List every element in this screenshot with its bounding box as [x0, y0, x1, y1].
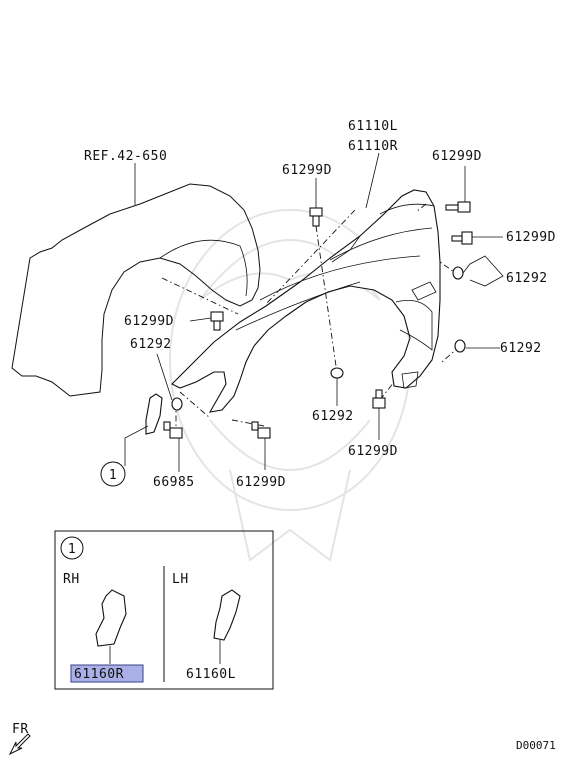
part-number-label: 61299D [432, 149, 482, 164]
bolt-icon [372, 389, 386, 409]
callout-number: 1 [109, 468, 117, 483]
bolt-icon [251, 421, 271, 439]
clip-icon [171, 397, 183, 411]
clip-icon [452, 266, 464, 280]
leader-lines [124, 152, 504, 472]
fender-liner [11, 183, 261, 397]
part-number-lh: 61160L [186, 667, 236, 682]
part-number-label: 61299D [236, 475, 286, 490]
rh-label: RH [63, 572, 80, 587]
part-number-label: 61110R [348, 139, 398, 154]
fr-label: FR [12, 722, 29, 737]
callout-number: 1 [68, 542, 76, 557]
bolt-icon [445, 201, 471, 213]
arrow-icon [8, 733, 31, 756]
part-number-rh: 61160R [74, 667, 124, 682]
clip-icon [330, 367, 344, 379]
highlight-box [70, 664, 144, 683]
bracket-lh-icon [213, 589, 241, 641]
part-number-label: 61299D [506, 230, 556, 245]
clip-icon [454, 339, 466, 353]
part-number-label: 61292 [130, 337, 172, 352]
part-number-label: 61299D [282, 163, 332, 178]
part-number-label: 61292 [500, 341, 542, 356]
part-number-label: 61299D [124, 314, 174, 329]
bracket-icon [145, 393, 163, 435]
bolt-icon [163, 421, 183, 439]
diagram-id: D00071 [516, 739, 556, 752]
bolt-icon [309, 207, 323, 227]
front-fender [171, 189, 441, 413]
part-number-label: 61299D [348, 444, 398, 459]
callout-marker: 1 [100, 461, 126, 487]
bracket-rh-icon [95, 589, 127, 647]
bolt-icon [451, 231, 473, 245]
part-number-label: 61292 [312, 409, 354, 424]
part-number-label: 61292 [506, 271, 548, 286]
lh-label: LH [172, 572, 189, 587]
part-labels: REF.42-650 61110L 61110R 61299D 61299D 6… [84, 119, 556, 490]
front-direction-indicator: FR [8, 722, 31, 756]
bolt-icon [210, 311, 224, 331]
part-number-label: 61110L [348, 119, 398, 134]
detail-box: 1 RH LH 61160R 61160L [54, 530, 274, 690]
part-number-label: 66985 [153, 475, 195, 490]
ref-label: REF.42-650 [84, 149, 167, 164]
